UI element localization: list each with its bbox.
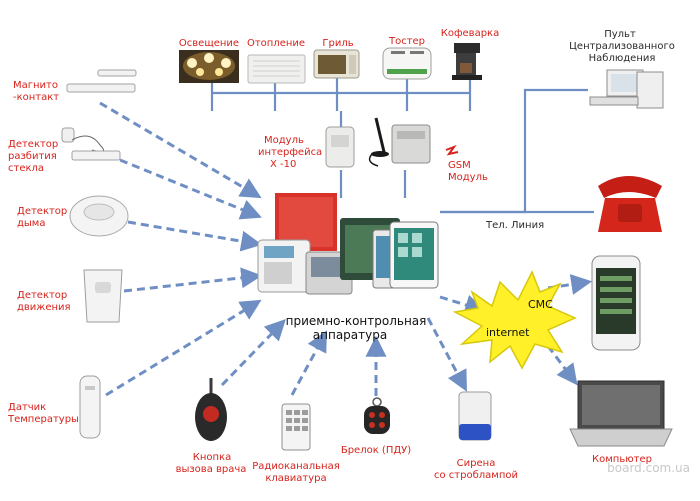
top-label-toaster: Тостер [388,36,425,47]
internet-burst [452,270,577,370]
label-x10-3: Х -10 [270,159,296,170]
motion-detector-device [83,269,123,323]
gsm-antenna [368,117,389,167]
dashed-arrows [99,101,593,397]
watermark: board.com.ua [607,461,690,475]
smartphone-device [591,255,641,351]
label-magnet-2: -контакт [13,92,59,103]
arrow-glass [119,158,262,220]
label-keypad-1: Радиоканальная [252,461,340,472]
label-motion-1: Детектор [17,290,67,301]
solid-connections [210,78,594,214]
label-magnet-1: Магнито [13,80,58,91]
label-glass-3: стекла [8,163,44,174]
appliance-toaster [382,47,432,80]
arrow-to-internet [439,295,487,316]
label-glass-1: Детектор [8,139,58,150]
glass-break-detector-device [61,127,121,161]
label-panic-2: вызова врача [176,464,247,475]
arrow-siren [426,317,467,392]
magnet-contact-device [66,69,137,93]
temperature-sensor-device [79,375,101,439]
label-phone-line: Тел. Линия [485,220,544,231]
top-label-lighting: Освещение [179,38,239,49]
label-motion-2: движения [17,302,71,313]
gsm-signal-icon [445,144,459,156]
appliance-heating [247,54,306,84]
monitoring-console-device [589,69,664,109]
key-fob-device [364,397,390,434]
arrow-magnet [99,101,262,199]
radio-keypad-device [281,403,311,451]
smoke-detector-device [69,195,129,237]
label-smoke-1: Детектор [17,206,67,217]
laptop-device [569,380,673,447]
gsm-module-device [391,124,431,164]
top-label-heating: Отопление [247,38,305,49]
label-computer: Компьютер [592,454,652,465]
center-label-2: аппаратура [313,328,387,342]
label-monitoring-1: Пульт [604,29,636,40]
arrow-motion [123,267,263,293]
siren-device [458,391,492,441]
label-temp-1: Датчик [8,402,46,413]
top-label-grill: Гриль [322,38,353,49]
arrow-keypad [290,330,327,396]
label-internet: internet [486,326,530,339]
monitoring-line [440,88,588,214]
telephone-device [598,176,662,232]
appliance-coffee-maker [452,43,482,80]
label-monitoring-2: Централизованного [569,41,675,52]
label-keypad-2: клавиатура [265,473,326,484]
arrow-smoke [127,220,263,252]
labels: Освещение Отопление Гриль Тостер КофеваркаМа… [7,28,690,484]
top-label-coffee: Кофеварка [441,28,499,39]
label-smoke-2: дыма [17,218,45,229]
center-label-1: приемно-контрольная [286,314,427,328]
label-gsm-2: Модуль [448,172,488,183]
label-x10-2: интерфейса [258,147,322,158]
label-gsm-1: GSM [448,160,471,171]
control-panel-cluster [257,193,439,295]
appliance-lighting [179,50,239,83]
arrow-temperature [105,299,262,397]
label-panic-1: Кнопка [193,452,231,463]
label-keyfob: Брелок (ПДУ) [341,445,411,456]
arrow-to-computer [546,345,578,386]
x10-module-device [325,126,355,168]
arrow-panic [220,318,286,387]
appliance-grill [313,49,360,79]
label-temp-2: Температуры [7,414,79,425]
label-monitoring-3: Наблюдения [589,53,656,64]
label-siren-1: Сирена [457,458,496,469]
label-glass-2: разбития [8,151,57,162]
label-siren-2: со строблампой [434,470,518,481]
label-x10-1: Модуль [264,135,304,146]
panic-button-device [195,378,227,441]
label-sms: СМС [528,298,553,311]
